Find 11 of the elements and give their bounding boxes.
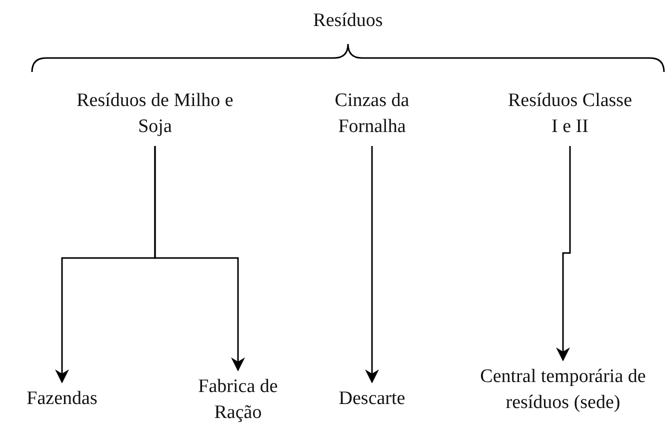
arrow	[154, 146, 245, 372]
arrow	[365, 146, 379, 384]
node-label: Fabrica de Ração	[197, 375, 279, 425]
node-label: Descarte	[338, 387, 406, 411]
heading: Resíduos	[312, 9, 384, 33]
node-label: Fazendas	[26, 387, 98, 411]
node-label: Cinzas da Fornalha	[334, 89, 410, 139]
arrow	[556, 146, 571, 362]
node-label: Resíduos Classe I e II	[506, 89, 634, 139]
node-label: Central temporária de resíduos (sede)	[479, 365, 647, 415]
node-label: Resíduos de Milho e Soja	[76, 89, 234, 139]
